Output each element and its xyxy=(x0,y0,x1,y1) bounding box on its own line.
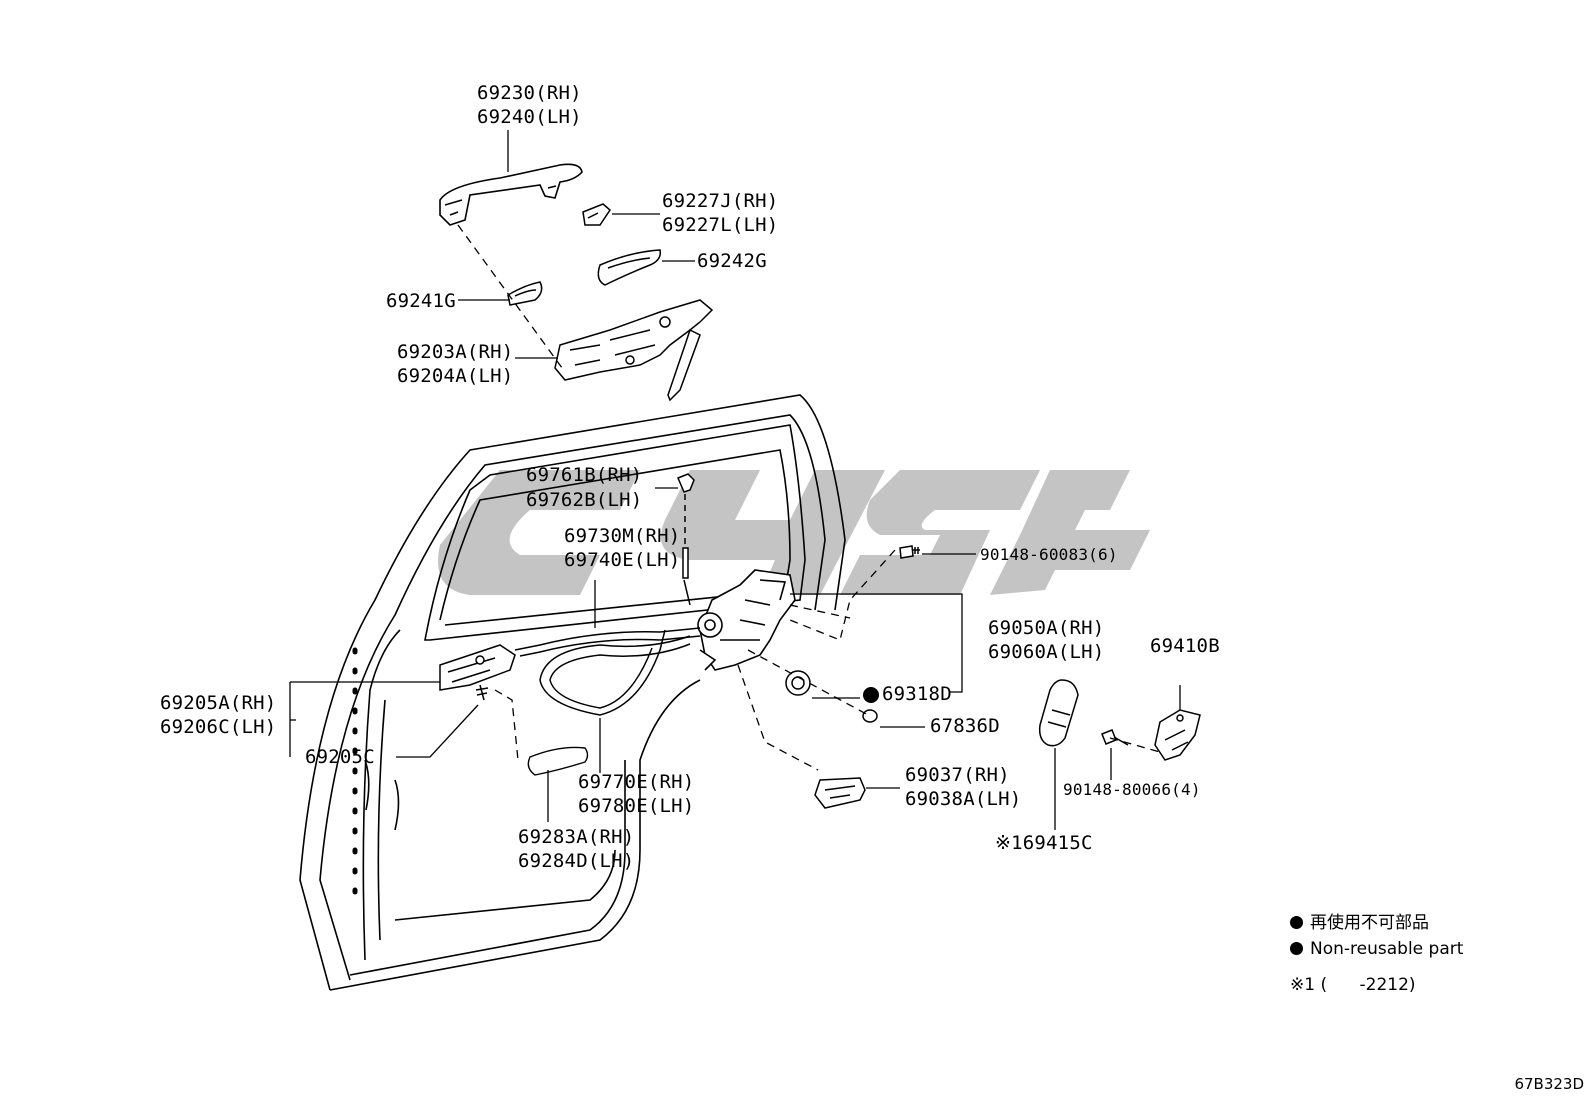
part-label-69740e: 69740E(LH) xyxy=(564,549,681,571)
part-label-69415c: ※169415C xyxy=(995,832,1093,854)
lock-screw xyxy=(899,545,920,559)
part-label-69205a: 69205A(RH) xyxy=(160,692,277,714)
part-label-69060a: 69060A(LH) xyxy=(988,641,1105,663)
part-label-69318d: 69318D xyxy=(882,683,952,705)
door-panel xyxy=(299,394,846,991)
legend-non-reusable-en: Non-reusable part xyxy=(1290,938,1463,960)
part-label-69203a: 69203A(RH) xyxy=(397,341,514,363)
part-label-69227l: 69227L(LH) xyxy=(662,214,779,236)
non-reusable-mark xyxy=(863,687,879,703)
striker-cover xyxy=(1038,679,1079,747)
part-label-69730m: 69730M(RH) xyxy=(564,525,681,547)
part-label-69230: 69230(RH) xyxy=(477,82,582,104)
part-label-69770e: 69770E(RH) xyxy=(578,771,695,793)
handle-frame xyxy=(554,299,714,402)
watermark-logo xyxy=(438,470,1150,595)
diagram-code: 67B323D xyxy=(1514,1075,1584,1093)
part-label-69205c: 69205C xyxy=(305,746,375,768)
door-sticker xyxy=(527,746,589,776)
part-label-69762b: 69762B(LH) xyxy=(526,489,643,511)
legend-non-reusable-jp: 再使用不可部品 xyxy=(1290,912,1429,934)
part-label-67836d: 67836D xyxy=(930,715,1000,737)
legend-footnote: ※1 ( -2212) xyxy=(1290,975,1416,995)
door-striker xyxy=(1154,709,1201,761)
lock-knob xyxy=(677,473,695,606)
part-label-69761b: 69761B(RH) xyxy=(526,464,643,486)
lock-cable xyxy=(514,627,701,716)
part-label-69283a: 69283A(RH) xyxy=(518,826,635,848)
part-label-69241g: 69241G xyxy=(386,290,456,312)
door-lock-assembly xyxy=(697,569,796,671)
leader-lines xyxy=(289,130,1181,830)
legend-jp-text: 再使用不可部品 xyxy=(1310,913,1429,933)
part-label-69206c: 69206C(LH) xyxy=(160,716,277,738)
handle-pad xyxy=(507,249,662,306)
part-label-69410b: 69410B xyxy=(1150,635,1220,657)
part-label-69780e: 69780E(LH) xyxy=(578,795,695,817)
part-label-69242g: 69242G xyxy=(697,250,767,272)
part-label-69050a: 69050A(RH) xyxy=(988,617,1105,639)
legend-en-text: Non-reusable part xyxy=(1310,939,1464,959)
part-label-90148-60083: 90148-60083(6) xyxy=(980,545,1118,564)
lock-cover xyxy=(814,777,866,809)
part-label-69204a: 69204A(LH) xyxy=(397,365,514,387)
dashed-connectors xyxy=(457,224,1161,771)
inside-handle xyxy=(439,644,516,691)
part-label-90148-80066: 90148-80066(4) xyxy=(1063,780,1201,799)
grommet xyxy=(785,670,811,696)
non-reusable-dot-icon xyxy=(1290,942,1303,955)
handle-cover xyxy=(582,203,611,226)
outside-handle xyxy=(439,163,583,226)
part-label-69240: 69240(LH) xyxy=(477,106,582,128)
non-reusable-dot-icon xyxy=(1290,916,1303,929)
part-label-69038a: 69038A(LH) xyxy=(905,788,1022,810)
striker-screw xyxy=(1101,729,1129,746)
part-label-69037: 69037(RH) xyxy=(905,764,1010,786)
part-label-69227j: 69227J(RH) xyxy=(662,190,779,212)
part-label-69284d: 69284D(LH) xyxy=(518,850,635,872)
inside-handle-pin xyxy=(475,684,489,701)
hole-plug xyxy=(862,709,878,723)
